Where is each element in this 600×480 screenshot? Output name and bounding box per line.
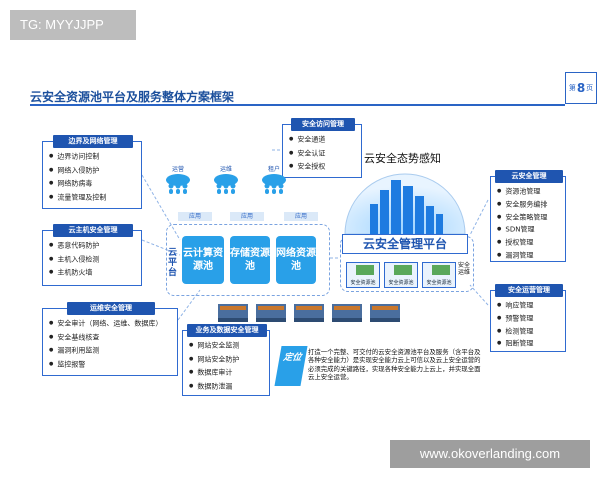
list-item: 主机入侵检测	[49, 253, 141, 267]
awareness-label: 云安全态势感知	[364, 152, 441, 165]
server-icon	[332, 304, 362, 322]
panel-access: 安全访问管理 安全通道 安全认证 安全授权	[282, 118, 362, 178]
title-underline	[30, 104, 565, 106]
connector-line	[469, 199, 489, 236]
list-item: 安全认证	[289, 147, 361, 161]
compute-pool: 云计算资源池	[182, 236, 224, 284]
security-pool-label: 安全资源池	[350, 280, 376, 286]
panel-host-security: 云主机安全管理 恶意代码防护 主机入侵检测 主机防火墙	[42, 224, 142, 286]
panel-cloud-security: 云安全管理 资源池管理 安全服务编排 安全策略管理 SDN管理 授权管理 漏洞管…	[490, 170, 566, 262]
app-label: 应用	[230, 212, 264, 221]
list-item: 数据库审计	[189, 366, 269, 380]
list-item: 网站安全防护	[189, 353, 269, 367]
panel-header: 云主机安全管理	[53, 224, 133, 237]
page-prefix: 第	[568, 84, 576, 92]
users-icon	[166, 174, 190, 194]
panel-header: 安全访问管理	[291, 118, 355, 131]
panel-header: 边界及网络管理	[53, 135, 133, 148]
list-item: 主机防火墙	[49, 266, 141, 280]
position-text: 打造一个完整、可交付的云安全资源池平台及服务（含平台及各种安全能力）是实现安全能…	[308, 348, 481, 382]
list-item: 网络防病毒	[49, 177, 141, 191]
list-item: 边界访问控制	[49, 150, 141, 164]
list-item: 安全审计（网络、运维、数据库）	[49, 317, 177, 331]
connector-line	[141, 239, 181, 256]
corner-tag: TG: MYYJJPP	[10, 10, 136, 40]
panel-header: 云安全管理	[495, 170, 563, 183]
list-item: 安全授权	[289, 160, 361, 174]
platform-label: 云安全管理平台	[342, 234, 468, 254]
list-item: 响应管理	[497, 299, 565, 312]
user-group: 运营	[164, 164, 192, 197]
security-pool-label: 安全资源池	[426, 280, 452, 286]
list-item: 安全策略管理	[497, 211, 565, 224]
storage-pool: 存储资源池	[230, 236, 270, 284]
pool-cube-icon	[394, 265, 412, 275]
user-label: 租户	[267, 166, 280, 173]
pool-icons	[356, 265, 450, 275]
list-item: 授权管理	[497, 236, 565, 249]
panel-security-ops: 安全运营管理 响应管理 预警管理 检测管理 阻断管理	[490, 284, 566, 352]
page-suffix: 页	[586, 84, 594, 92]
security-pool-label: 安全资源池	[388, 280, 414, 286]
page-number: 8	[576, 81, 586, 95]
user-groups: 运营 运维 租户	[164, 164, 304, 194]
pool-cube-icon	[432, 265, 450, 275]
network-pool: 网络资源池	[276, 236, 316, 284]
list-item: 安全服务编排	[497, 198, 565, 211]
user-label: 运维	[219, 166, 232, 173]
users-icon	[262, 174, 286, 194]
panel-ops-security: 运维安全管理 安全审计（网络、运维、数据库） 安全基线核查 漏洞利用监测 监控报…	[42, 302, 178, 376]
list-item: SDN管理	[497, 223, 565, 236]
list-item: 恶意代码防护	[49, 239, 141, 253]
server-icon	[370, 304, 400, 322]
list-item: 监控报警	[49, 358, 177, 372]
list-item: 安全基线核查	[49, 331, 177, 345]
users-icon	[214, 174, 238, 194]
user-group: 运维	[212, 164, 240, 197]
panel-header: 业务及数据安全管理	[187, 324, 267, 337]
user-group: 租户	[260, 164, 288, 197]
list-item: 网络入侵防护	[49, 164, 141, 178]
dome-city-image	[344, 173, 466, 235]
cloud-platform-area	[166, 224, 330, 296]
pool-cube-icon	[356, 265, 374, 275]
panel-data-security: 业务及数据安全管理 网站安全监测 网站安全防护 数据库审计 数据防泄漏	[182, 324, 270, 396]
connector-line	[469, 284, 489, 306]
list-item: 安全通道	[289, 133, 361, 147]
app-label: 应用	[284, 212, 318, 221]
panel-header: 安全运营管理	[495, 284, 563, 297]
list-item: 网站安全监测	[189, 339, 269, 353]
list-item: 检测管理	[497, 325, 565, 338]
server-icon	[256, 304, 286, 322]
watermark: www.okoverlanding.com	[390, 440, 590, 468]
app-label: 应用	[178, 212, 212, 221]
user-label: 运营	[171, 166, 184, 173]
server-icon	[218, 304, 248, 322]
panel-border-network: 边界及网络管理 边界访问控制 网络入侵防护 网络防病毒 流量管理及控制	[42, 135, 142, 209]
list-item: 流量管理及控制	[49, 191, 141, 205]
ops-tail-label: 安全运维	[458, 262, 471, 276]
list-item: 预警管理	[497, 312, 565, 325]
list-item: 漏洞管理	[497, 249, 565, 262]
cloud-platform-label: 云平台	[168, 248, 178, 278]
list-item: 资源池管理	[497, 185, 565, 198]
server-racks	[218, 304, 400, 322]
panel-header: 运维安全管理	[67, 302, 155, 315]
server-icon	[294, 304, 324, 322]
page-title: 云安全资源池平台及服务整体方案框架	[30, 90, 235, 104]
list-item: 漏洞利用监测	[49, 344, 177, 358]
list-item: 数据防泄漏	[189, 380, 269, 394]
list-item: 阻断管理	[497, 337, 565, 350]
